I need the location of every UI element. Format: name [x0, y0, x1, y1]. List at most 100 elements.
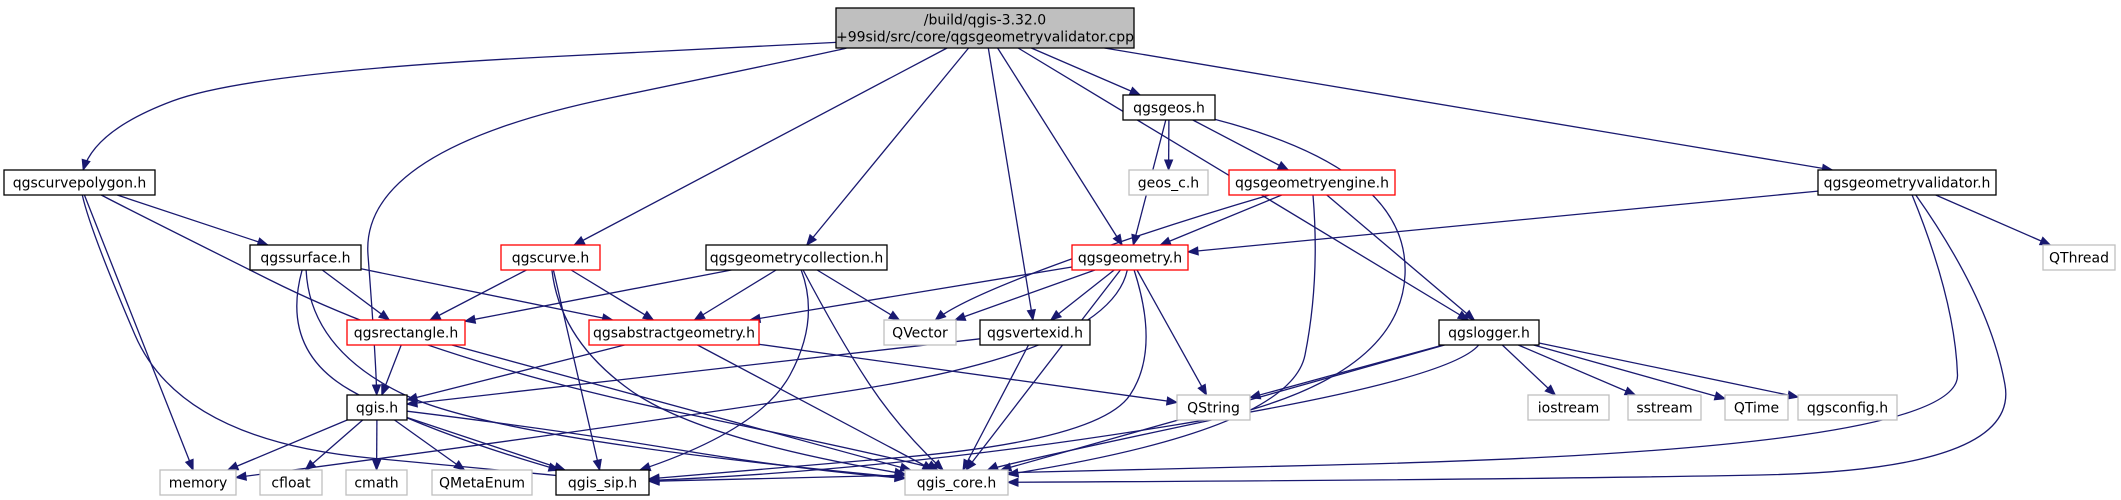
edge-arrowhead — [592, 458, 602, 472]
node-qgscurve-h[interactable]: qgscurve.h — [500, 244, 601, 271]
edge-arrowhead — [371, 384, 382, 397]
node-label: /build/qgis-3.32.0 — [924, 13, 1046, 29]
node-cmath: cmath — [345, 469, 408, 496]
node-box — [1122, 94, 1216, 121]
node-geos-c-h: geos_c.h — [1128, 169, 1209, 196]
edge-line — [573, 47, 948, 246]
edge-arrowhead — [1006, 477, 1019, 487]
node-qgsgeometrycollection-h[interactable]: qgsgeometrycollection.h — [705, 244, 888, 271]
node-label: iostream — [1538, 401, 1600, 417]
edge-line — [360, 268, 613, 321]
edge-arrowhead — [1713, 391, 1727, 401]
node-qgsvertexid-h[interactable]: qgsvertexid.h — [979, 319, 1091, 346]
node-box — [249, 244, 362, 271]
node-box — [1176, 394, 1251, 421]
node-box — [705, 244, 888, 271]
edge-line — [321, 269, 390, 321]
edge-line — [648, 194, 1959, 482]
edge-qgsrectangle_h-to-qgis_h — [381, 344, 402, 397]
edge-line — [1326, 194, 1475, 321]
edge-qgsgeometry_h-to-qgsvertexid_h — [1049, 269, 1115, 321]
node-label: qgscurve.h — [512, 251, 590, 267]
edge-qgscurvepolygon_h-to-qgssurface_h — [116, 194, 270, 247]
node-qgsgeometry-h[interactable]: qgsgeometry.h — [1071, 244, 1189, 271]
edge-qgsgeos_h-to-geos_c_h — [1163, 119, 1174, 172]
edge-line — [82, 41, 837, 171]
edge-line — [1050, 269, 1115, 321]
node-box — [883, 319, 957, 346]
edge-root-to-qgis_h — [367, 47, 848, 397]
node-label: qgsrectangle.h — [354, 326, 458, 342]
node-label: qgsgeos.h — [1133, 101, 1205, 117]
edge-arrowhead — [1163, 159, 1174, 172]
node-qgsabstractgeometry-h[interactable]: qgsabstractgeometry.h — [588, 319, 760, 346]
node-label: qgssurface.h — [260, 251, 350, 267]
node-box — [346, 394, 408, 421]
node-label: qgsgeometry.h — [1078, 251, 1182, 267]
edge-qgsgeometrycollection_h-to-qgsrectangle_h — [463, 269, 732, 324]
node-qgslogger-h[interactable]: qgslogger.h — [1438, 319, 1540, 346]
edge-line — [406, 416, 566, 471]
edge-arrowhead — [1463, 309, 1476, 321]
node-qgsgeos-h[interactable]: qgsgeos.h — [1122, 94, 1216, 121]
edge-root-to-qgsgeometrycollection_h — [805, 47, 970, 247]
edge-line — [1007, 194, 1316, 476]
edge-line — [367, 47, 848, 396]
edge-line — [1136, 269, 1208, 396]
node-qgis-core-h: qgis_core.h — [904, 469, 1009, 496]
edge-qgsabstractgeometry_h-to-qgis_core_h — [697, 344, 935, 471]
node-qgsgeometryengine-h[interactable]: qgsgeometryengine.h — [1228, 169, 1396, 196]
node-QString: QString — [1176, 394, 1251, 421]
edge-qgsgeometrycollection_h-to-qgis_sip_h — [638, 269, 810, 472]
edge-arrowhead — [304, 459, 317, 471]
edge-line — [1538, 342, 1799, 398]
edge-arrowhead — [405, 398, 418, 408]
edge-arrowhead — [453, 460, 466, 471]
edge-arrowhead — [805, 233, 818, 247]
node-box — [1797, 394, 1898, 421]
node-root[interactable]: /build/qgis-3.32.0+99sid/src/core/qgsgeo… — [835, 7, 1135, 49]
node-box — [500, 244, 601, 271]
node-qgis-h[interactable]: qgis.h — [346, 394, 408, 421]
node-label: qgsgeometryvalidator.h — [1824, 176, 1991, 192]
edge-qgslogger_h-to-QTime — [1533, 344, 1727, 401]
node-iostream: iostream — [1527, 394, 1610, 421]
edge-qgis_h-to-QMetaEnum — [394, 419, 466, 471]
edge-qgsgeometrycollection_h-to-QVector — [816, 269, 901, 321]
node-box — [1527, 394, 1610, 421]
edge-line — [965, 269, 1121, 471]
edge-line — [296, 269, 560, 471]
edge-qgis_h-to-cmath — [371, 419, 382, 472]
edge-arrowhead — [641, 310, 655, 321]
edge-arrowhead — [887, 310, 901, 321]
node-box — [2042, 244, 2116, 271]
node-box — [159, 469, 237, 496]
edge-line — [305, 269, 906, 479]
edge-line — [962, 344, 1030, 471]
edge-qgsgeometrycollection_h-to-qgis_core_h — [802, 269, 944, 471]
edge-line — [394, 419, 465, 471]
edge-line — [639, 269, 810, 471]
node-qgsgeometryvalidator-h[interactable]: qgsgeometryvalidator.h — [1817, 169, 1997, 196]
edge-line — [648, 269, 1147, 480]
node-qgis-sip-h[interactable]: qgis_sip.h — [555, 469, 650, 496]
node-memory: memory — [159, 469, 237, 496]
edge-qgis_h-to-cfloat — [304, 419, 364, 471]
edge-line — [100, 194, 938, 471]
edge-qgslogger_h-to-qgis_sip_h — [647, 344, 1480, 485]
node-label: qgis.h — [356, 401, 398, 417]
node-cfloat: cfloat — [259, 469, 323, 496]
edge-qgsgeometryvalidator_h-to-qgis_core_h — [1006, 194, 2007, 487]
node-qgssurface-h[interactable]: qgssurface.h — [249, 244, 362, 271]
node-qgscurvepolygon-h[interactable]: qgscurvepolygon.h — [3, 169, 156, 196]
node-label: QMetaEnum — [439, 476, 525, 492]
edge-line — [697, 344, 934, 471]
edge-arrowhead — [647, 475, 660, 485]
node-qgsrectangle-h[interactable]: qgsrectangle.h — [346, 319, 466, 346]
node-box — [345, 469, 408, 496]
edge-line — [1187, 190, 1819, 253]
node-box — [1128, 169, 1209, 196]
node-QTime: QTime — [1724, 394, 1789, 421]
edge-arrowhead — [1197, 383, 1208, 397]
